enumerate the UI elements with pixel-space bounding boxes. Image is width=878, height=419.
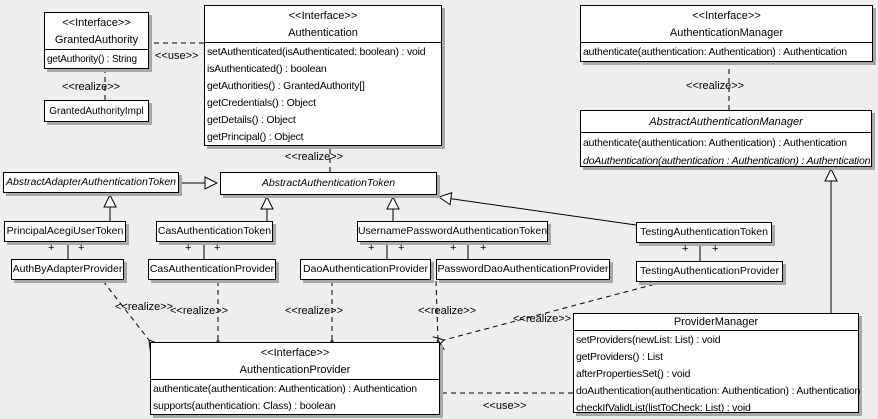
class-name: AuthenticationProvider — [239, 364, 351, 376]
association-end-label: + — [450, 242, 457, 254]
class-stereotype: <<Interface>> — [62, 17, 131, 29]
method: afterPropertiesSet() : void — [576, 368, 691, 380]
method: doAuthentication(authentication : Authen… — [583, 155, 871, 167]
method: supports(authentication: Class) : boolea… — [153, 400, 336, 412]
generalization-testing-token-to-abstract-token — [439, 197, 637, 226]
class-principal-acegi-user-token[interactable]: PrincipalAcegiUserToken — [4, 221, 126, 242]
association-end-label: + — [712, 243, 719, 255]
class-name: TestingAuthenticationProvider — [640, 265, 779, 277]
class-name: ProviderManager — [673, 316, 759, 328]
association-end-label: + — [398, 242, 405, 254]
method-compartment: getAuthority() : String — [45, 49, 148, 68]
method: getCredentials() : Object — [207, 97, 316, 109]
class-auth-by-adapter-provider[interactable]: AuthByAdapterProvider — [11, 259, 124, 280]
realize-label: <<realize>> — [170, 305, 229, 317]
method: authenticate(authentication: Authenticat… — [583, 137, 847, 149]
class-authentication-manager[interactable]: <<Interface>> AuthenticationManager auth… — [580, 5, 873, 62]
class-testing-authentication-provider[interactable]: TestingAuthenticationProvider — [636, 261, 783, 282]
class-abstract-authentication-manager[interactable]: AbstractAuthenticationManager authentica… — [580, 110, 872, 167]
method: doAuthentication(authentication: Authent… — [576, 385, 861, 397]
method: setProviders(newList: List) : void — [576, 334, 721, 346]
class-cas-authentication-provider[interactable]: CasAuthenticationProvider — [148, 259, 276, 280]
class-name: TestingAuthenticationToken — [640, 226, 768, 238]
class-name: GrantedAuthority — [54, 34, 139, 46]
class-name: AuthByAdapterProvider — [12, 263, 123, 275]
use-label: <<use>> — [155, 50, 199, 62]
method: authenticate(authentication: Authenticat… — [153, 383, 417, 395]
class-stereotype: <<Interface>> — [692, 10, 761, 22]
association-end-label: + — [48, 242, 55, 254]
class-header: <<Interface>> Authentication — [205, 6, 441, 42]
class-testing-authentication-token[interactable]: TestingAuthenticationToken — [636, 222, 772, 243]
realize-label: <<realize>> — [115, 301, 174, 313]
class-header: <<Interface>> AuthenticationManager — [581, 6, 872, 42]
method-compartment: authenticate(authentication: Authenticat… — [581, 42, 872, 61]
class-provider-manager[interactable]: ProviderManager setProviders(newList: Li… — [573, 313, 860, 414]
class-header: ProviderManager — [574, 314, 858, 330]
method-compartment: setAuthenticated(isAuthenticated: boolea… — [205, 42, 441, 146]
association-end-label: + — [480, 242, 487, 254]
class-stereotype: <<Interface>> — [288, 10, 358, 22]
realize-label: <<realize>> — [686, 80, 745, 92]
method-compartment: authenticate(authentication: Authenticat… — [581, 132, 871, 170]
class-name: AbstractAuthenticationManager — [649, 116, 803, 128]
association-end-label: + — [682, 243, 689, 255]
class-name: GrantedAuthorityImpl — [49, 105, 144, 117]
realize-auth-by-adapter-provider — [102, 280, 161, 352]
realize-label: <<realize>> — [418, 305, 477, 317]
method: authenticate(authentication: Authenticat… — [583, 46, 847, 58]
class-stereotype: <<Interface>> — [260, 347, 330, 359]
realize-label: <<realize>> — [62, 81, 121, 93]
realize-testing-provider — [432, 281, 664, 349]
class-name: AbstractAdapterAuthenticationToken — [5, 176, 177, 188]
class-cas-authentication-token[interactable]: CasAuthenticationToken — [156, 221, 273, 242]
use-label: <<use>> — [483, 400, 527, 412]
class-granted-authority-impl[interactable]: GrantedAuthorityImpl — [44, 100, 149, 122]
class-granted-authority[interactable]: <<Interface>> GrantedAuthority getAuthor… — [44, 12, 149, 69]
realize-label: <<realize>> — [285, 305, 344, 317]
realize-label: <<realize>> — [513, 313, 572, 325]
class-username-password-authentication-token[interactable]: UsernamePasswordAuthenticationToken — [357, 221, 548, 242]
class-abstract-adapter-authentication-token[interactable]: AbstractAdapterAuthenticationToken — [3, 172, 179, 193]
method: setAuthenticated(isAuthenticated: boolea… — [207, 46, 426, 58]
class-authentication[interactable]: <<Interface>> Authentication setAuthenti… — [204, 5, 442, 146]
class-name: CasAuthenticationToken — [157, 225, 272, 237]
class-name: Authentication — [288, 27, 358, 39]
class-authentication-provider[interactable]: <<Interface>> AuthenticationProvider aut… — [150, 342, 440, 415]
class-name: PrincipalAcegiUserToken — [6, 225, 124, 237]
method: checkIfValidList(listToCheck: List) : vo… — [576, 402, 751, 414]
method: getPrincipal() : Object — [207, 131, 304, 143]
method: getAuthority() : String — [47, 54, 137, 65]
class-password-dao-authentication-provider[interactable]: PasswordDaoAuthenticationProvider — [436, 259, 610, 280]
association-end-label: + — [185, 242, 192, 254]
realize-password-dao-provider — [431, 280, 445, 351]
class-header: AbstractAuthenticationManager — [581, 111, 871, 132]
method: isAuthenticated() : boolean — [207, 63, 327, 75]
class-name: AuthenticationManager — [669, 27, 784, 39]
class-dao-authentication-provider[interactable]: DaoAuthenticationProvider — [300, 259, 431, 280]
method: getProviders() : List — [576, 351, 663, 363]
method: getDetails() : Object — [207, 114, 296, 126]
association-end-label: + — [214, 242, 221, 254]
association-end-label: + — [78, 242, 85, 254]
class-name: AbstractAuthenticationToken — [261, 177, 396, 189]
class-header: <<Interface>> GrantedAuthority — [45, 13, 148, 49]
class-header: <<Interface>> AuthenticationProvider — [151, 343, 439, 379]
class-name: CasAuthenticationProvider — [149, 263, 275, 275]
class-abstract-authentication-token[interactable]: AbstractAuthenticationToken — [220, 172, 437, 195]
realize-label: <<realize>> — [285, 151, 344, 163]
association-end-label: + — [368, 242, 375, 254]
class-name: PasswordDaoAuthenticationProvider — [437, 263, 609, 275]
class-name: UsernamePasswordAuthenticationToken — [357, 225, 548, 237]
method-compartment: setProviders(newList: List) : void getPr… — [574, 330, 861, 417]
method-compartment: authenticate(authentication: Authenticat… — [151, 379, 439, 415]
class-name: DaoAuthenticationProvider — [303, 263, 428, 275]
method: getAuthorities() : GrantedAuthority[] — [207, 80, 365, 92]
